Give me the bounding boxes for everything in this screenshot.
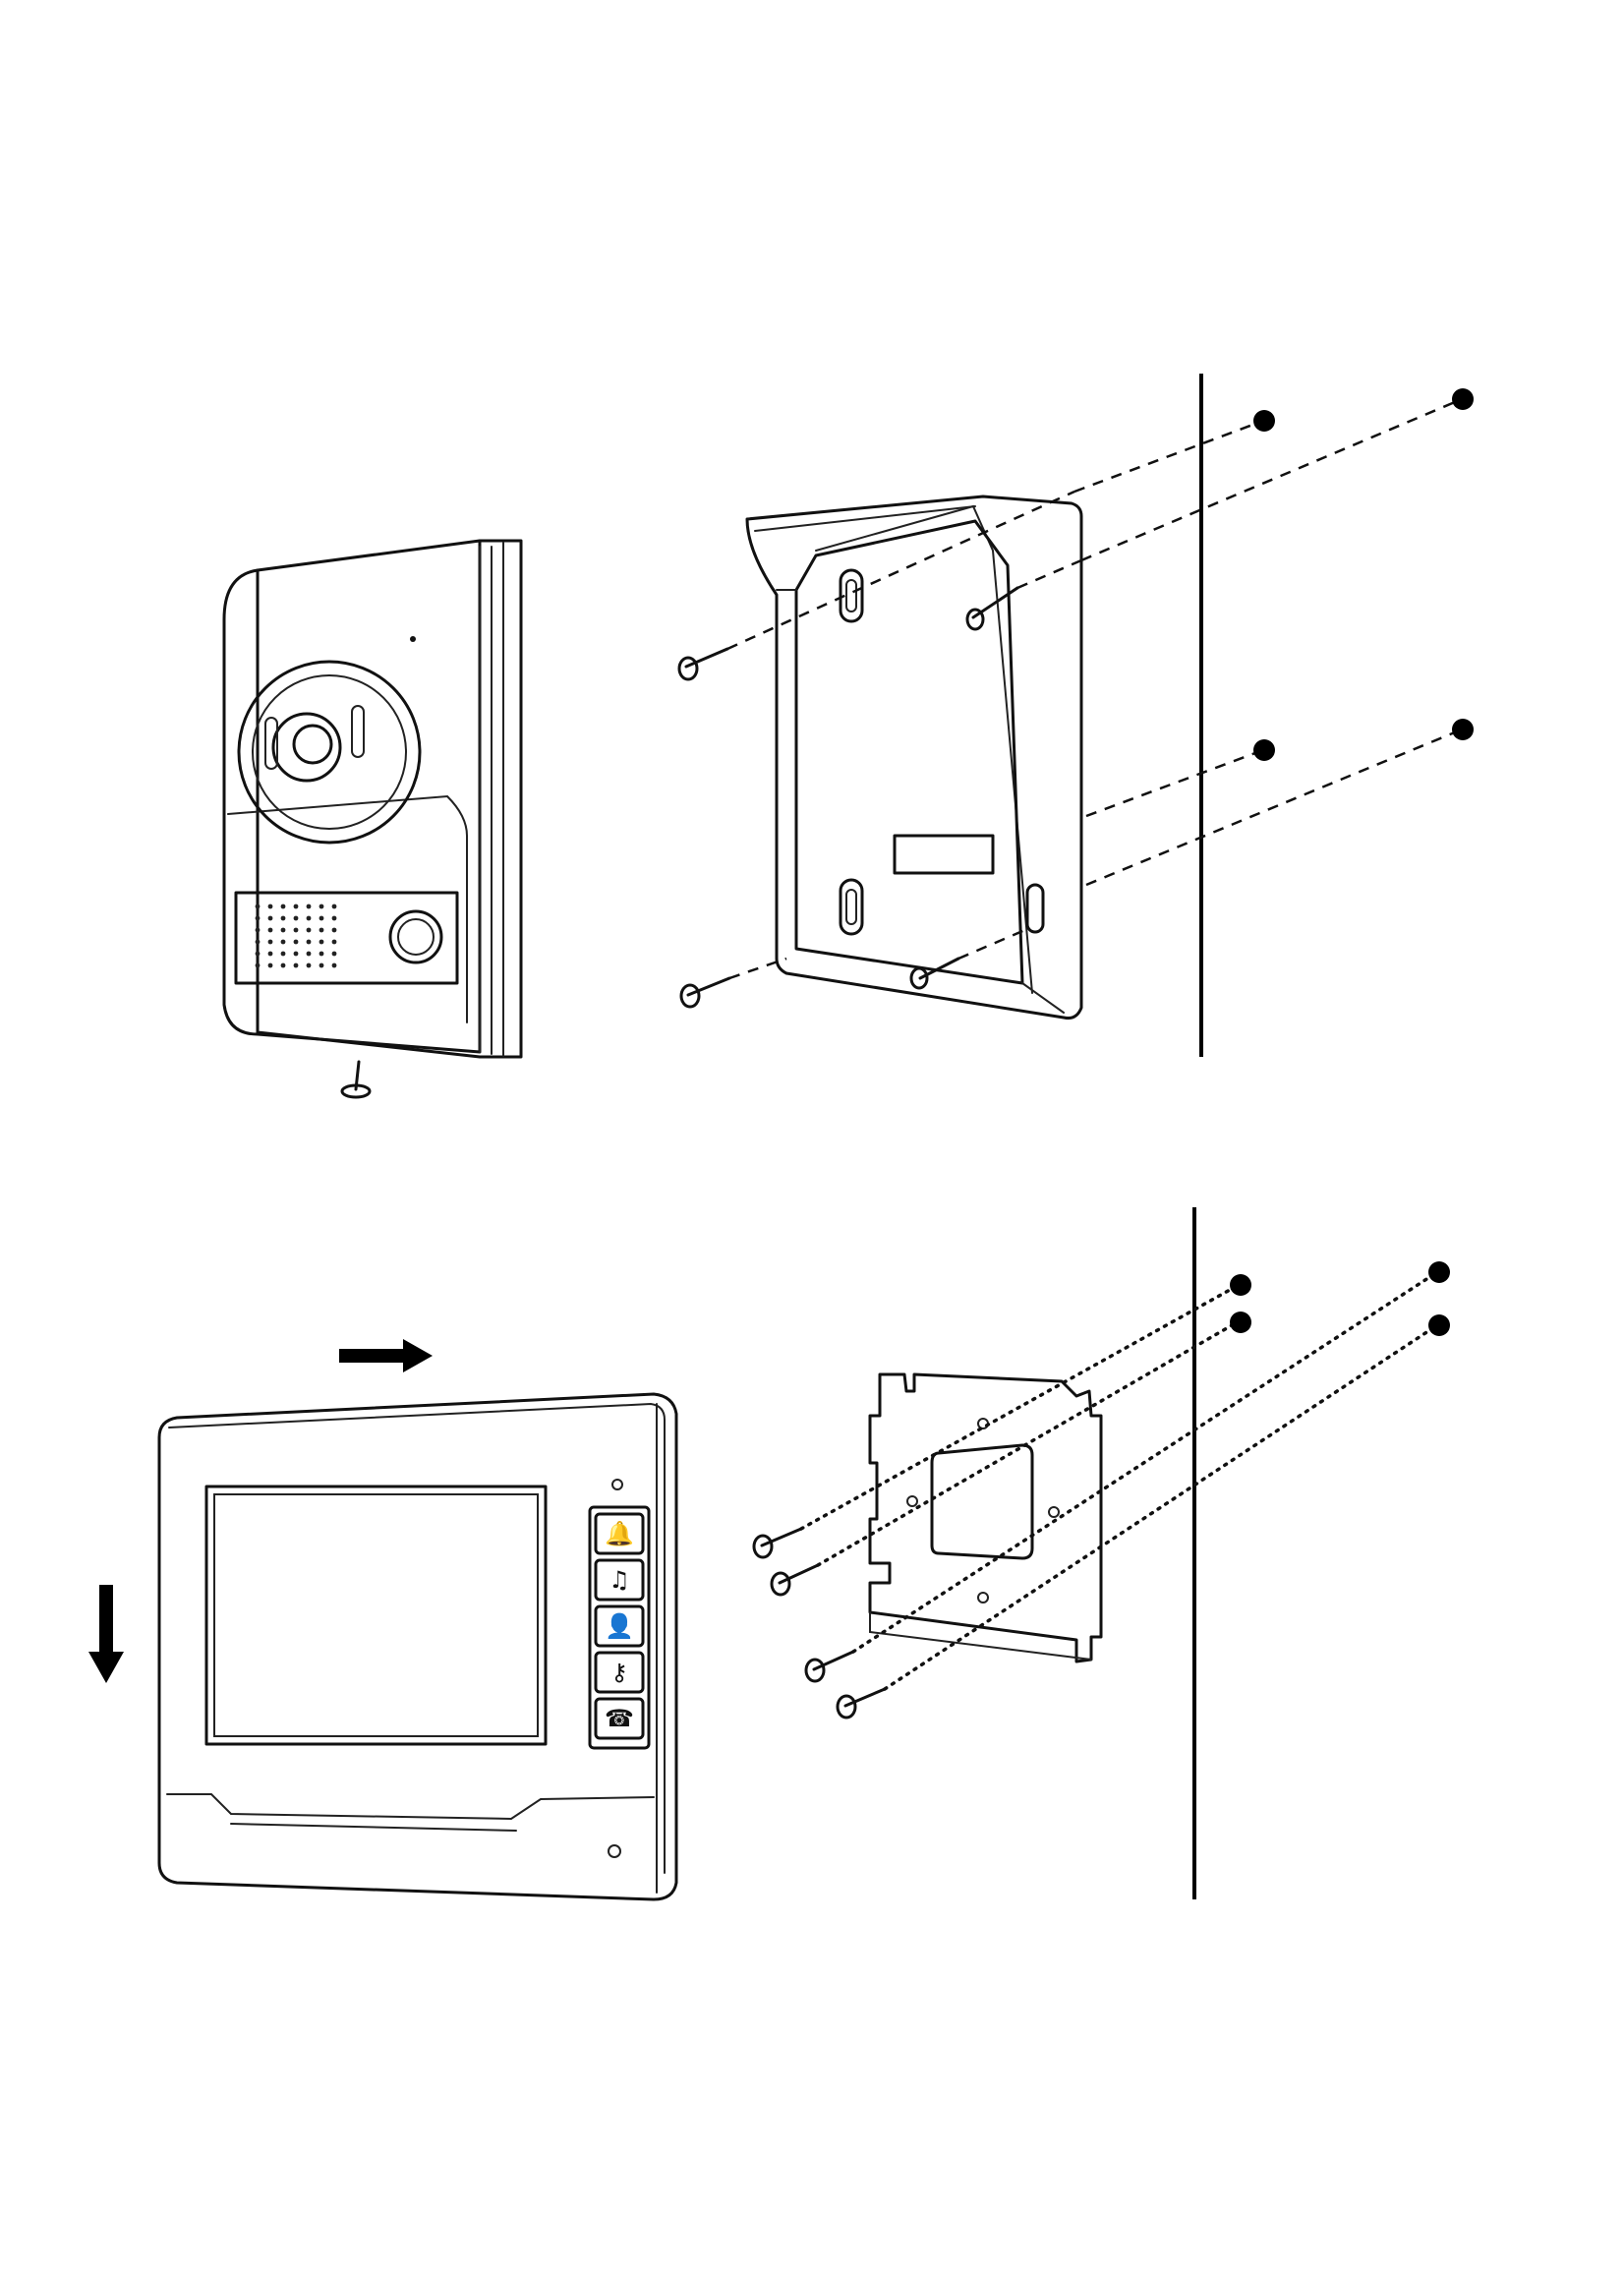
screw-bottom-left <box>679 976 731 1009</box>
monitor-button[interactable]: 🔔 <box>594 1512 645 1555</box>
grille-hole <box>280 939 286 945</box>
grille-hole <box>255 915 261 921</box>
grille-hole <box>331 962 337 968</box>
grille-hole <box>293 951 299 957</box>
wall-anchor <box>1230 1312 1251 1333</box>
outdoor-unit-panel <box>222 374 1474 1099</box>
indoor-monitor-panel: 🔔 ♫ 👤 ⚷ ☎ <box>88 1207 1450 1901</box>
rain-cover-backplate <box>677 495 1083 1020</box>
grille-hole <box>267 915 273 921</box>
arrow-down <box>88 1585 124 1683</box>
grille-hole <box>280 915 286 921</box>
screw-bottom-right <box>909 957 960 990</box>
cable-opening <box>893 834 995 875</box>
screw-top-right <box>965 586 1019 631</box>
monitor-button[interactable]: ♫ <box>594 1558 645 1602</box>
monitor-button[interactable]: 👤 <box>594 1604 645 1648</box>
grille-hole <box>293 927 299 933</box>
grille-hole <box>331 939 337 945</box>
grille-hole <box>255 904 261 909</box>
call-button <box>388 909 443 964</box>
grille-hole <box>280 904 286 909</box>
unlock-person-icon: ⚷ <box>610 1659 628 1686</box>
wall-anchor <box>1253 410 1275 432</box>
grille-hole <box>306 951 312 957</box>
wall-anchor <box>1452 719 1474 740</box>
screw-top-left <box>677 647 729 681</box>
grille-hole <box>306 904 312 909</box>
grille-hole <box>255 939 261 945</box>
grille-hole <box>280 927 286 933</box>
camera-lens-ring <box>237 660 422 845</box>
grille-hole <box>267 939 273 945</box>
camera-lens <box>271 712 342 783</box>
alignment-lines-top <box>726 397 1463 980</box>
bracket-screw <box>770 1563 820 1597</box>
wall-anchor <box>1428 1261 1450 1283</box>
arrow-right <box>339 1339 433 1372</box>
grille-hole <box>331 904 337 909</box>
grille-hole <box>293 939 299 945</box>
grille-hole <box>306 927 312 933</box>
wall-anchor <box>1428 1314 1450 1336</box>
grille-hole <box>319 962 324 968</box>
grille-hole <box>293 915 299 921</box>
wall-anchor <box>1253 739 1275 761</box>
bottom-screw <box>340 1060 372 1099</box>
grille-hole <box>331 927 337 933</box>
mic-hole <box>410 636 416 642</box>
person-icon: 👤 <box>605 1612 634 1640</box>
outdoor-camera-unit <box>222 539 523 1099</box>
speaker-grille <box>255 904 337 968</box>
power-indicator <box>611 1479 623 1490</box>
grille-hole <box>306 962 312 968</box>
phone-icon: ☎ <box>605 1705 634 1732</box>
grille-hole <box>280 962 286 968</box>
mic-indicator <box>608 1844 621 1858</box>
music-note-icon: ♫ <box>609 1566 630 1594</box>
grille-hole <box>255 951 261 957</box>
grille-hole <box>319 951 324 957</box>
grille-hole <box>293 962 299 968</box>
bell-icon: 🔔 <box>605 1520 634 1547</box>
grille-hole <box>293 904 299 909</box>
grille-hole <box>306 939 312 945</box>
monitor-button[interactable]: ☎ <box>594 1697 645 1740</box>
indoor-monitor: 🔔 ♫ 👤 ⚷ ☎ <box>157 1392 678 1901</box>
grille-hole <box>267 904 273 909</box>
monitor-button[interactable]: ⚷ <box>594 1651 645 1694</box>
bracket-screw <box>752 1527 803 1559</box>
grille-hole <box>267 927 273 933</box>
grille-hole <box>331 951 337 957</box>
bracket-screw <box>836 1687 887 1720</box>
grille-hole <box>267 951 273 957</box>
monitor-screen <box>204 1485 548 1746</box>
wall-anchor <box>1230 1274 1251 1296</box>
alignment-lines-bottom <box>799 1270 1439 1691</box>
mounting-bracket <box>752 1372 1103 1720</box>
grille-hole <box>319 939 324 945</box>
grille-hole <box>331 915 337 921</box>
grille-hole <box>319 904 324 909</box>
grille-hole <box>255 962 261 968</box>
grille-hole <box>319 927 324 933</box>
grille-hole <box>255 927 261 933</box>
grille-hole <box>280 951 286 957</box>
bracket-screw <box>804 1650 855 1683</box>
grille-hole <box>319 915 324 921</box>
grille-hole <box>306 915 312 921</box>
wall-anchor <box>1452 388 1474 410</box>
grille-hole <box>267 962 273 968</box>
